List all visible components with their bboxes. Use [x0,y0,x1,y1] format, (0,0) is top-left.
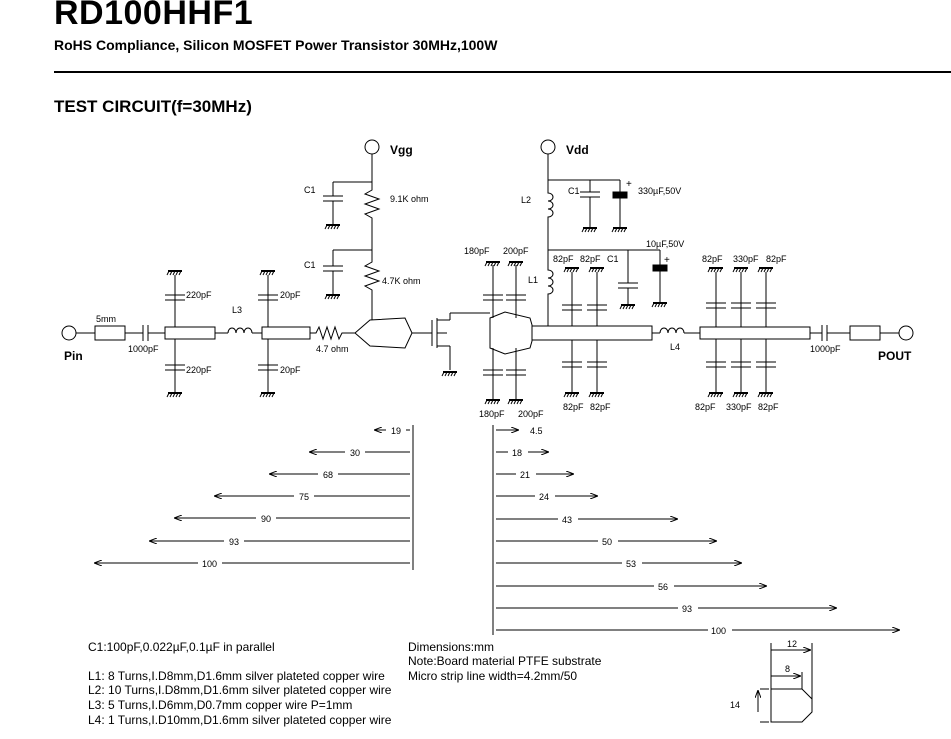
pad-outline [758,643,813,723]
l2-label: L2 [521,195,531,205]
cap-180pf: 180pF [464,246,490,256]
note-l3: L3: 5 Turns,I.D6mm,D0.7mm copper wire P=… [88,698,352,712]
cap-200pf: 200pF [518,409,544,419]
pad-width-12: 12 [787,639,797,649]
note-c1: C1:100pF,0.022µF,0.1µF in parallel [88,640,275,654]
note-board: Note:Board material PTFE substrate [408,654,602,668]
r-4ohm7-label: 4.7 ohm [316,344,349,354]
cap-330uf: 330µF,50V [638,186,681,196]
cap-20pf: 20pF [280,290,301,300]
cap-20pf: 20pF [280,365,301,375]
cap-10uf: 10µF,50V [646,239,684,249]
pin-label: Pin [64,349,83,363]
dim-right-24: 24 [539,492,549,502]
section-heading: TEST CIRCUIT(f=30MHz) [54,97,252,116]
c1-label: C1 [607,254,619,264]
l4-label: L4 [670,342,680,352]
cap-82pf: 82pF [758,402,779,412]
c1-label: C1 [304,185,316,195]
cap-82pf: 82pF [695,402,716,412]
cap-180pf: 180pF [479,409,505,419]
dim-right-21: 21 [520,470,530,480]
dim-right-50: 50 [602,537,612,547]
r-4k7-label: 4.7K ohm [382,276,421,286]
dim-right-93: 93 [682,604,692,614]
l1-label: L1 [528,275,538,285]
cap-82pf: 82pF [590,402,611,412]
dim-left-30: 30 [350,448,360,458]
dim-right-56: 56 [658,582,668,592]
r-9k1-label: 9.1K ohm [390,194,429,204]
dim-right-43: 43 [562,515,572,525]
cap-82pf: 82pF [766,254,787,264]
dim-left-68: 68 [323,470,333,480]
cap-200pf: 200pF [503,246,529,256]
pad-height-14: 14 [730,700,740,710]
c1-label: C1 [568,186,580,196]
note-l4: L4: 1 Turns,I.D10mm,D1.6mm silver platet… [88,713,392,727]
dim-left-93: 93 [229,537,239,547]
part-description: RoHS Compliance, Silicon MOSFET Power Tr… [54,37,498,53]
note-dimensions: Dimensions:mm [408,640,494,654]
dim-right-18: 18 [512,448,522,458]
c1-label: C1 [304,260,316,270]
vgg-label: Vgg [390,143,413,157]
dim-left-75: 75 [299,492,309,502]
dim-right-100: 100 [711,626,726,636]
cap-220pf: 220pF [186,365,212,375]
cap-82pf: 82pF [702,254,723,264]
note-l1: L1: 8 Turns,I.D8mm,D1.6mm silver platete… [88,669,385,683]
note-l2: L2: 10 Turns,I.D8mm,D1.6mm silver platet… [88,683,392,697]
pad-width-8: 8 [785,664,790,674]
cap-82pf: 82pF [563,402,584,412]
cap-82pf: 82pF [553,254,574,264]
pin-terminal [61,325,77,341]
dim-left-90: 90 [261,514,271,524]
header-divider [54,71,951,73]
dim-right-4-5: 4.5 [530,426,543,436]
dim-right-53: 53 [626,559,636,569]
part-number-title: RD100HHF1 [54,0,254,32]
pout-label: POUT [878,349,912,363]
dim-left-19: 19 [391,426,401,436]
cap-82pf: 82pF [580,254,601,264]
cap-330pf: 330pF [726,402,752,412]
svg-text:+: + [626,179,632,190]
cap-1000pf-out: 1000pF [810,344,841,354]
cap-330pf: 330pF [733,254,759,264]
line-5mm-label: 5mm [96,314,116,324]
note-strip: Micro strip line width=4.2mm/50 [408,669,577,683]
vdd-label: Vdd [566,143,589,157]
cap-220pf: 220pF [186,290,212,300]
l3-label: L3 [232,305,242,315]
dim-left-100: 100 [202,559,217,569]
svg-text:+: + [664,255,670,266]
cap-1000pf-in: 1000pF [128,344,159,354]
